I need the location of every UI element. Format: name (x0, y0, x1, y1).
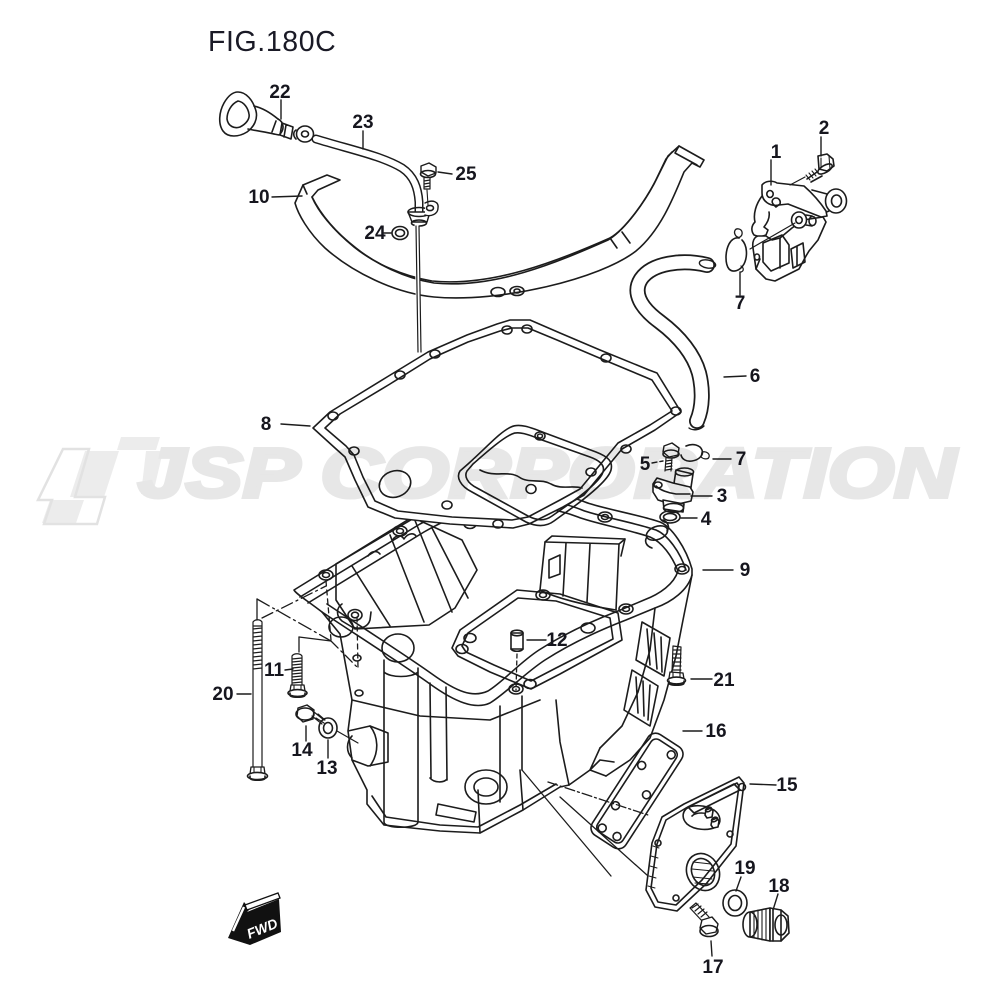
svg-text:1: 1 (771, 142, 782, 163)
svg-text:10: 10 (248, 187, 269, 208)
svg-text:2: 2 (819, 118, 830, 139)
svg-text:17: 17 (702, 957, 723, 978)
svg-text:5: 5 (640, 454, 651, 475)
svg-text:19: 19 (734, 858, 755, 879)
svg-text:15: 15 (776, 775, 798, 796)
svg-text:7: 7 (735, 293, 746, 314)
svg-text:JSP CORPORATION: JSP CORPORATION (138, 434, 958, 512)
svg-text:FIG.180C: FIG.180C (208, 26, 336, 58)
svg-text:8: 8 (261, 414, 272, 435)
svg-text:25: 25 (455, 164, 477, 185)
svg-text:18: 18 (768, 876, 789, 897)
svg-text:23: 23 (352, 112, 373, 133)
svg-text:11: 11 (264, 660, 285, 681)
svg-text:14: 14 (291, 740, 313, 761)
svg-text:6: 6 (750, 366, 761, 387)
svg-text:12: 12 (546, 630, 567, 651)
svg-text:7: 7 (736, 449, 747, 470)
svg-text:16: 16 (705, 721, 726, 742)
svg-text:24: 24 (364, 223, 386, 244)
svg-text:20: 20 (212, 684, 233, 705)
svg-text:4: 4 (701, 509, 712, 530)
svg-text:21: 21 (713, 670, 735, 691)
svg-text:22: 22 (269, 82, 290, 103)
svg-text:13: 13 (316, 758, 337, 779)
svg-text:3: 3 (717, 486, 728, 507)
svg-text:9: 9 (740, 560, 751, 581)
